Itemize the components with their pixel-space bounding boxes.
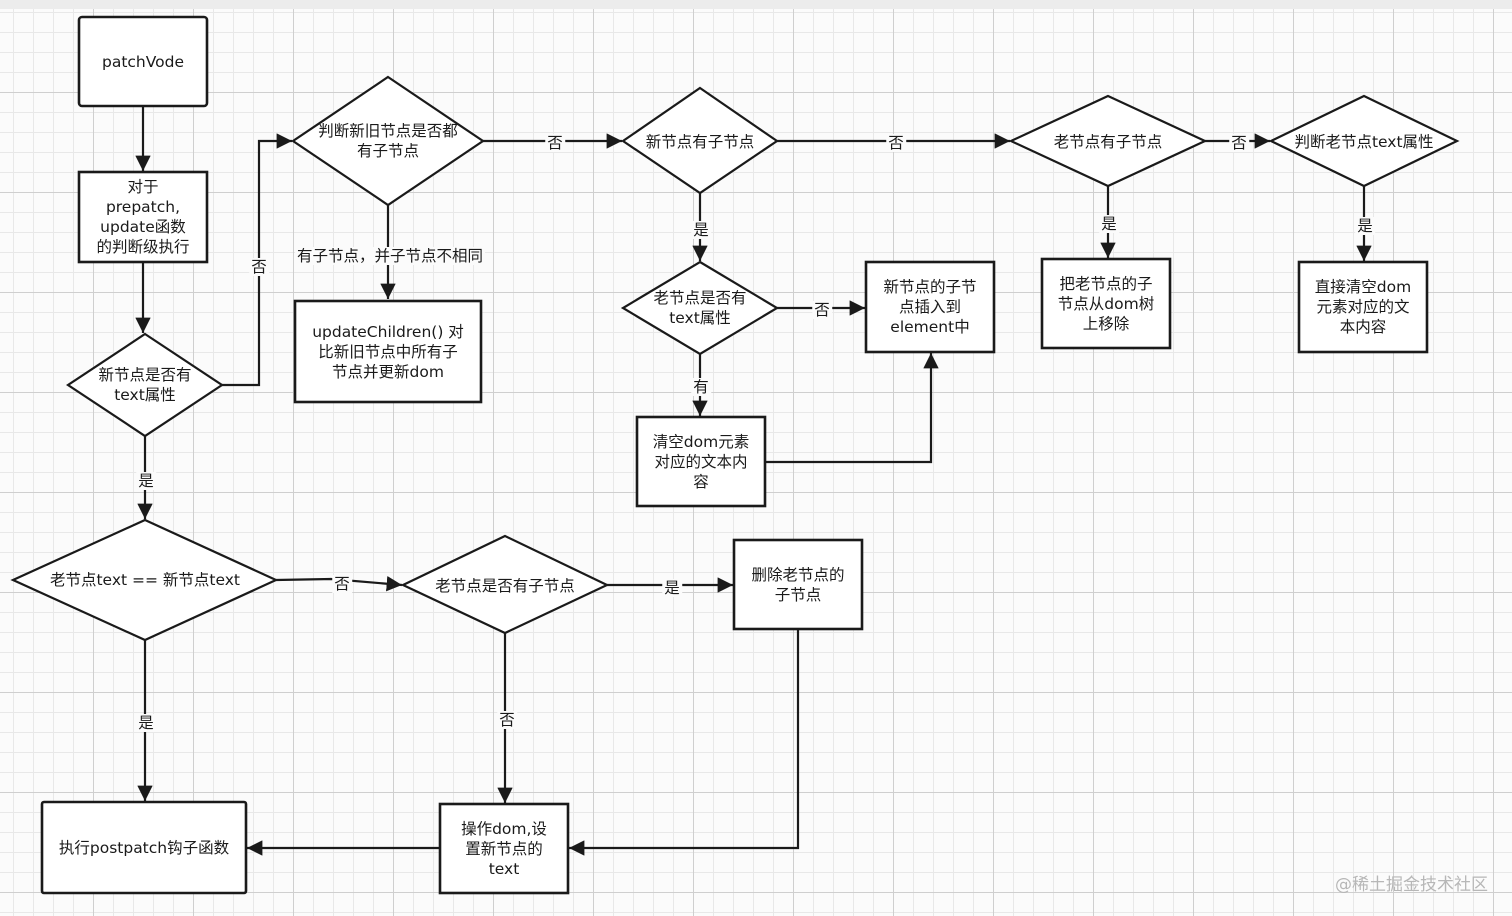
edge-label-oldchildren2-no: 否 — [497, 711, 517, 729]
node-check-old-text-label: 判断老节点text属性 — [1294, 133, 1434, 151]
clear-text-box — [635, 415, 767, 508]
edge-label-textequal-yes: 是 — [136, 714, 156, 732]
clear-dom-text-box — [1297, 260, 1429, 354]
insert-children-box — [864, 260, 996, 354]
edge-label-oldchildren-yes: 是 — [1099, 215, 1119, 233]
edge-label-oldchildren-no: 否 — [1229, 134, 1249, 152]
edge-label-both-no: 否 — [545, 134, 565, 152]
edge-label-oldtext-no: 否 — [812, 301, 832, 319]
edge-clear-insert — [765, 353, 939, 464]
node-delete-old-children-label: 删除老节点的子节点 — [751, 565, 845, 604]
edge-label-oldtext-yes: 有 — [691, 378, 711, 396]
edge-delete-settext — [569, 629, 800, 856]
edge-label-newtext-yes: 是 — [136, 472, 156, 490]
remove-old-children-box — [1040, 257, 1172, 350]
node-old-has-children2-label: 老节点是否有子节点 — [435, 577, 575, 595]
delete-old-children-box — [732, 538, 864, 631]
node-patchvode-label: patchVode — [101, 52, 185, 71]
node-update-children-label: updateChildren() 对比新旧节点中所有子节点并更新dom — [312, 322, 464, 381]
node-remove-old-children-label: 把老节点的子节点从dom树上移除 — [1057, 274, 1155, 333]
edge-label-newchildren-no: 否 — [886, 134, 906, 152]
node-both-children-label: 判断新旧节点是否都有子节点 — [318, 122, 458, 160]
edge-label-newtext-no: 否 — [249, 258, 269, 276]
update-children-box — [293, 299, 483, 404]
edge-label-newchildren-yes: 是 — [691, 221, 711, 239]
edge-label-has-children-differ: 有子节点，并子节点不相同 — [294, 247, 486, 265]
postpatch-box — [40, 800, 248, 895]
edge-label-textequal-no: 否 — [332, 575, 352, 593]
node-old-has-children-label: 老节点有子节点 — [1053, 133, 1163, 151]
edge-textequal-oldchildren2 — [275, 576, 403, 592]
top-strip — [0, 0, 1512, 9]
prepatch-box — [77, 170, 209, 264]
node-new-has-children-label: 新节点有子节点 — [645, 133, 755, 151]
node-text-equal-label: 老节点text == 新节点text — [49, 571, 240, 589]
edge-label-checktext-yes: 是 — [1355, 217, 1375, 235]
node-postpatch-label: 执行postpatch钩子函数 — [58, 838, 230, 857]
watermark: @稀土掘金技术社区 — [1335, 875, 1488, 895]
node-clear-text-label: 清空dom元素对应的文本内容 — [652, 432, 750, 491]
edge-label-oldchildren2-yes: 是 — [662, 579, 682, 597]
